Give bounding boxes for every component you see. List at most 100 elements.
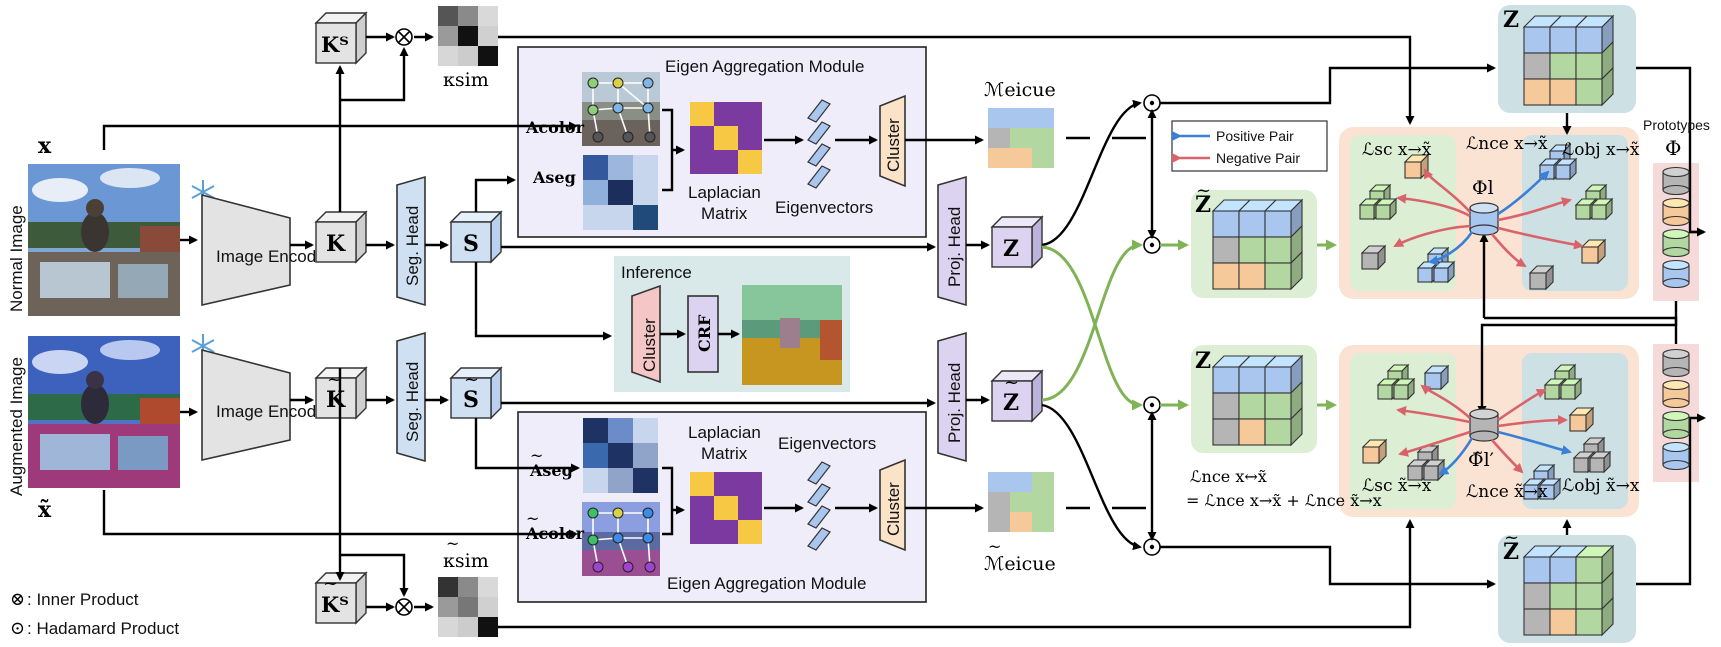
- z-tilde-label-bottom-right-mark: ~: [1504, 527, 1519, 548]
- cluster-bottom-label: Cluster: [884, 482, 903, 536]
- a-color-graph-bottom: [582, 502, 660, 576]
- bracket-bottom: [662, 466, 683, 536]
- proj-head-bottom-label: Proj. Head: [945, 363, 964, 443]
- k-label-top: K: [326, 231, 346, 257]
- kt-label-top: Kᵀ: [321, 32, 349, 57]
- kappa-sim-label-bottom: κsim: [443, 550, 489, 572]
- z-cube-top: [990, 215, 1044, 269]
- proj-head-top: [937, 175, 967, 307]
- laplacian-label-bottom-1: Laplacian: [688, 423, 761, 442]
- x-tilde-label: x̃: [38, 497, 52, 523]
- a-seg-matrix-bottom: [583, 418, 658, 493]
- prototype-cylinder: [1662, 166, 1690, 196]
- crf-label: CRF: [695, 314, 714, 352]
- z-tilde-grid-top: [1211, 198, 1304, 291]
- z-label-bottom-panel: Z: [1195, 348, 1211, 374]
- operator-legend: ⊗ : Inner Product ⊙ : Hadamard Product: [10, 589, 179, 639]
- laplacian-label-bottom-2: Matrix: [701, 444, 748, 463]
- m-eicue-matrix-bottom: [988, 472, 1054, 532]
- z-tilde-label-top-mark: ~: [1196, 180, 1211, 201]
- legend-negative: Negative Pair: [1216, 150, 1300, 166]
- normal-image: [28, 164, 180, 316]
- sample-cube: [1361, 438, 1388, 465]
- phi-l-cylinder: [1469, 202, 1499, 236]
- z-tilde-label-top: Z: [1195, 192, 1211, 218]
- pair-arrows: [1393, 168, 1584, 476]
- hadamard-node-2: [1143, 236, 1161, 254]
- image-encoder-bottom: [201, 348, 291, 462]
- a-seg-matrix-top: [583, 155, 658, 230]
- pair-legend: Positive Pair Negative Pair: [1171, 120, 1328, 172]
- cluster-top: [879, 94, 906, 188]
- proj-head-top-label: Proj. Head: [945, 207, 964, 287]
- segmentation-result: [742, 285, 842, 385]
- eigenvectors-label-top: Eigenvectors: [775, 198, 873, 217]
- a-seg-label-bottom: Aseg: [529, 461, 573, 480]
- phi-l-prime-cylinder: [1469, 408, 1499, 442]
- proj-head-bottom: [937, 331, 967, 463]
- sample-cube-cluster: [1543, 363, 1583, 401]
- inner-product-node-top: [395, 28, 413, 46]
- augmented-image-label: Augmented Image: [7, 357, 26, 496]
- legend-positive: Positive Pair: [1216, 128, 1294, 144]
- kappa-sim-label-top: κsim: [443, 69, 489, 91]
- loss-nce-bottom: ℒnce x̃→x: [1466, 482, 1548, 502]
- loss-nce-top: ℒnce x→x̃: [1466, 134, 1548, 154]
- z-cube-bottom: [990, 369, 1044, 423]
- z-label-top: Z: [1003, 236, 1019, 262]
- m-eicue-matrix-top: [988, 108, 1054, 168]
- sample-cube-cluster: [1376, 363, 1416, 401]
- prototypes-symbol: Φ: [1665, 136, 1681, 160]
- seg-head-bottom-label: Seg. Head: [403, 362, 422, 442]
- kappa-tilde-mark: ~: [446, 534, 459, 553]
- bracket-top: [662, 108, 683, 192]
- sample-cube: [1423, 364, 1450, 391]
- prototype-cylinder: [1662, 441, 1690, 471]
- sample-cube: [1568, 406, 1595, 433]
- z-grid-bottom: [1211, 354, 1304, 447]
- inference-cluster: [631, 284, 661, 384]
- sample-cube: [1403, 153, 1430, 180]
- crf-block: [687, 295, 719, 373]
- laplacian-label-top-1: Laplacian: [688, 183, 761, 202]
- sample-cube-cluster: [1572, 436, 1612, 474]
- augmented-image: [28, 336, 180, 488]
- z-label-bottom: Z: [1003, 390, 1019, 416]
- z-grid-top-right: [1522, 14, 1615, 107]
- k-tilde-mark: ~: [327, 369, 342, 390]
- a-color-tilde-mark: ~: [526, 509, 539, 528]
- seg-head-bottom: [396, 331, 426, 463]
- s-label-bottom: S: [463, 387, 479, 413]
- s-cube-top: [449, 210, 503, 264]
- flow-arrows: [102, 32, 1706, 629]
- s-cube-bottom: [449, 366, 503, 420]
- hadamard-symbol: ⊙: [10, 618, 25, 639]
- z-tilde-mark: ~: [1004, 372, 1019, 393]
- sample-cube: [1580, 238, 1607, 265]
- eigen-module-title-top: Eigen Aggregation Module: [665, 57, 864, 76]
- hadamard-node-1: [1143, 94, 1161, 112]
- prototypes-title: Prototypes: [1643, 117, 1710, 133]
- inner-product-node-bottom: [395, 598, 413, 616]
- eigenvectors-bottom: [807, 461, 831, 551]
- prototype-cylinder: [1662, 379, 1690, 409]
- eigenvectors-top: [807, 99, 831, 189]
- laplacian-matrix-bottom: [690, 472, 762, 544]
- kappa-sim-matrix-top: [438, 6, 498, 66]
- image-encoder-top-label: Image Encoder: [216, 247, 332, 266]
- seg-head-top-label: Seg. Head: [403, 206, 422, 286]
- sample-cube: [1528, 264, 1555, 291]
- a-seg-label-top: Aseg: [532, 168, 576, 187]
- m-eicue-label-bottom: ℳeicue: [984, 553, 1056, 575]
- laplacian-label-top-2: Matrix: [701, 204, 748, 223]
- sample-cube-cluster: [1574, 183, 1614, 221]
- normal-image-label: Normal Image: [7, 205, 26, 312]
- hadamard-node-4: [1143, 538, 1161, 556]
- sample-cube: [1360, 244, 1387, 271]
- inference-title: Inference: [621, 263, 692, 282]
- inner-product-legend: : Inner Product: [27, 590, 139, 609]
- kt-tilde-mark: ~: [323, 573, 338, 594]
- green-flow-arrows: [1041, 239, 1337, 411]
- k-cube-bottom: [314, 366, 368, 420]
